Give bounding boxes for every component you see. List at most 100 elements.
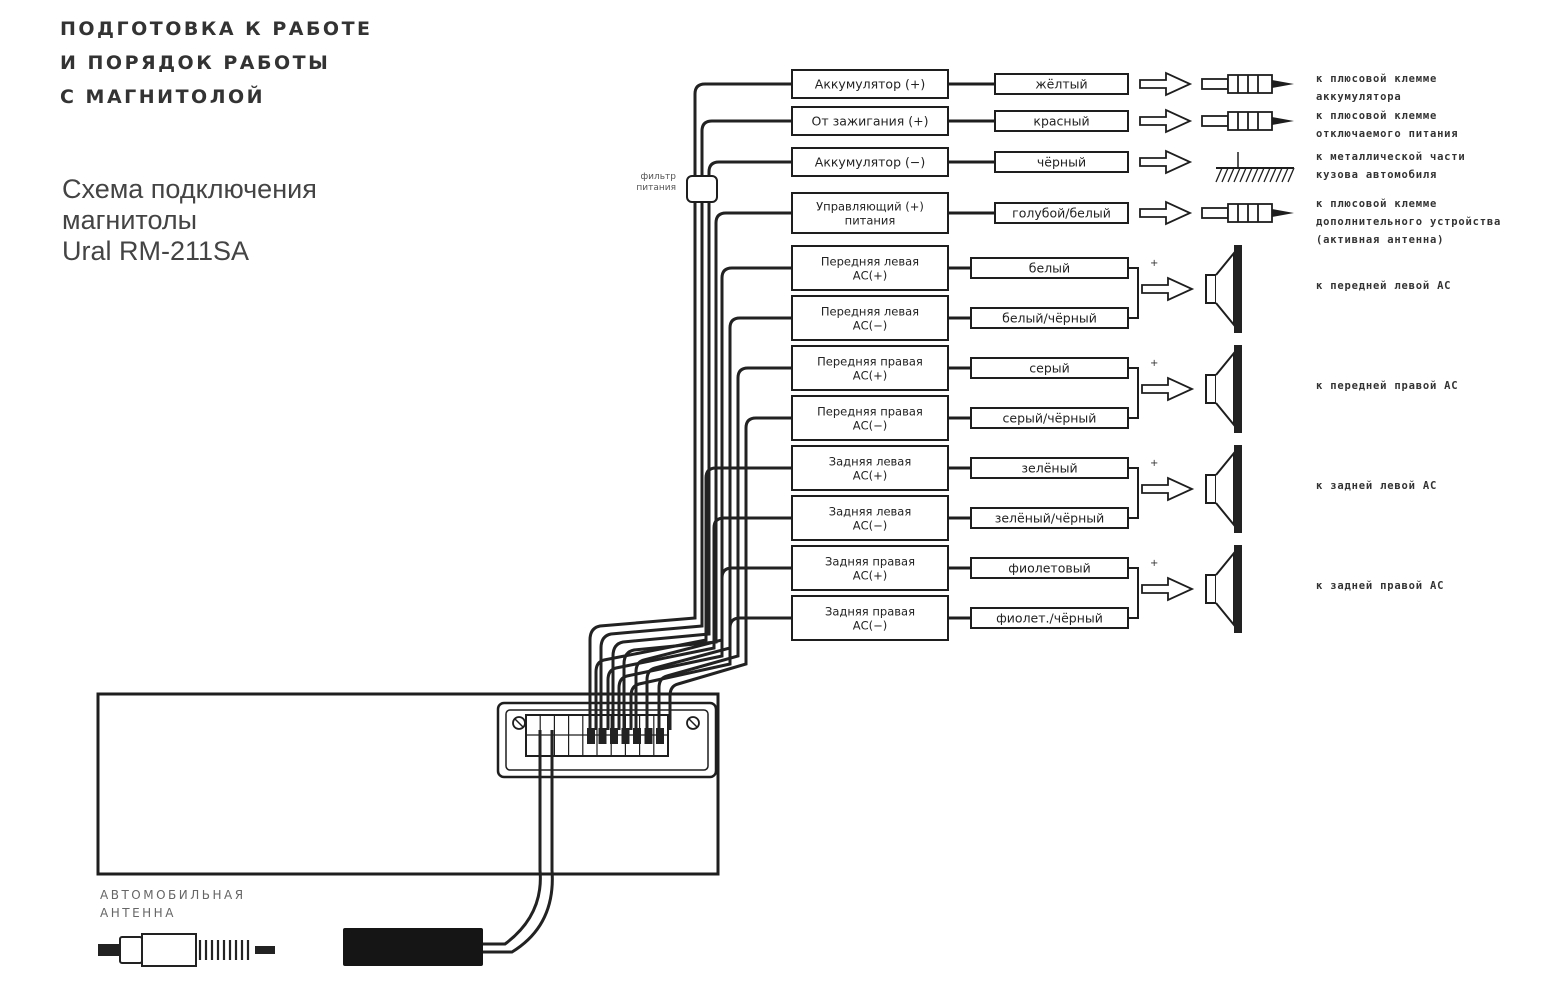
speaker-wire-color-text: фиолетовый — [1008, 561, 1090, 576]
subtitle-line-1: Схема подключения — [62, 174, 317, 204]
speaker-wire — [629, 616, 792, 730]
plug-icon-tip — [1272, 80, 1294, 88]
speaker-target-text: к задней левой АС — [1316, 480, 1437, 492]
ground-icon-hatch — [1227, 167, 1235, 183]
speaker-icon-magnet — [1205, 274, 1217, 304]
speaker-icon-magnet — [1205, 374, 1217, 404]
power-function-text: питания — [845, 214, 896, 228]
fuse-label: фильтр питания — [606, 172, 676, 194]
speaker-function-text: АС(−) — [853, 519, 888, 533]
plus-sign: + — [1150, 258, 1158, 269]
speaker-wire — [606, 516, 792, 730]
speaker-pair-bracket — [1128, 567, 1139, 619]
power-target-text: аккумулятора — [1316, 91, 1401, 103]
speaker-function-box — [791, 345, 949, 391]
speaker-function-text: Задняя правая — [825, 555, 915, 569]
plug-icon-body — [1227, 111, 1273, 131]
ground-icon-hatch — [1251, 167, 1259, 183]
mounting-screw-icon — [512, 716, 526, 730]
ground-icon-hatch — [1263, 167, 1271, 183]
speaker-function-box — [791, 245, 949, 291]
speaker-function-box — [791, 295, 949, 341]
ground-icon-hatch — [1257, 167, 1265, 183]
ground-icon-hatch — [1269, 167, 1277, 183]
mounting-screw-slot — [688, 718, 698, 728]
subtitle-line-3: Ural RM-211SA — [62, 236, 250, 266]
power-target-text: к плюсовой клемме — [1316, 198, 1437, 210]
speaker-pair-bracket — [1128, 367, 1139, 419]
power-wire-color-box — [994, 202, 1129, 224]
antenna-label-line-2: АНТЕННА — [100, 906, 176, 920]
speaker-wire-color-text: зелёный — [1021, 461, 1077, 476]
speaker-icon-rim — [1234, 245, 1242, 333]
speaker-function-text: АС(+) — [853, 569, 888, 583]
power-function-text: Управляющий (+) — [816, 200, 924, 214]
speaker-target-text: к передней левой АС — [1316, 280, 1451, 292]
ground-icon-hatch — [1233, 167, 1241, 183]
speaker-function-text: Задняя правая — [825, 605, 915, 619]
speaker-function-text: Задняя левая — [829, 505, 912, 519]
header-line-1: ПОДГОТОВКА К РАБОТЕ — [60, 18, 373, 40]
antenna-plug-body — [141, 933, 197, 967]
speaker-function-text: АС(+) — [853, 369, 888, 383]
speaker-function-text: АС(−) — [853, 419, 888, 433]
plug-icon-tip — [1272, 117, 1294, 125]
connector-pin — [644, 728, 653, 744]
power-function-box — [791, 106, 949, 136]
power-wire-color-box — [994, 151, 1129, 173]
arrow-icon — [1139, 71, 1193, 97]
power-wire-color-text: красный — [1033, 114, 1089, 129]
connector-pin — [656, 728, 664, 744]
speaker-icon-rim — [1234, 545, 1242, 633]
connector-pin — [633, 728, 641, 744]
speaker-icon-rim — [1234, 445, 1242, 533]
arrow-icon — [1141, 276, 1195, 302]
power-wire-color-text: жёлтый — [1035, 77, 1087, 92]
plus-sign: + — [1150, 358, 1158, 369]
plug-icon-body — [1227, 74, 1273, 94]
power-function-box — [791, 147, 949, 177]
connector-pin — [621, 728, 630, 744]
arrow-icon — [1139, 149, 1193, 175]
ground-icon-hatch — [1245, 167, 1253, 183]
antenna-cable — [480, 730, 554, 954]
speaker-function-box — [791, 595, 949, 641]
power-target-text: (активная антенна) — [1316, 234, 1444, 246]
speaker-function-text: АС(−) — [853, 619, 888, 633]
mounting-screw-icon — [686, 716, 700, 730]
antenna-cable — [480, 730, 542, 946]
speaker-function-text: Передняя левая — [821, 255, 919, 269]
power-wire — [611, 160, 792, 730]
speaker-pair-bracket — [1128, 267, 1139, 319]
ground-icon-hatch — [1239, 167, 1247, 183]
plug-icon-tip — [1272, 209, 1294, 217]
speaker-function-box — [791, 445, 949, 491]
power-wire — [599, 119, 792, 730]
fuse-filter-icon — [686, 175, 718, 203]
power-wire-color-text: голубой/белый — [1012, 206, 1111, 221]
speaker-wire-color-text: белый — [1029, 261, 1070, 276]
speaker-function-text: Задняя левая — [829, 455, 912, 469]
mounting-screw-slot — [514, 718, 524, 728]
speaker-icon-magnet — [1205, 474, 1217, 504]
speaker-icon — [1215, 350, 1235, 428]
speaker-function-text: АС(−) — [853, 319, 888, 333]
speaker-target-text: к передней правой АС — [1316, 380, 1458, 392]
speaker-function-text: Передняя правая — [817, 405, 923, 419]
speaker-wire — [594, 466, 792, 730]
power-target-text: дополнительного устройства — [1316, 216, 1501, 228]
fuse-label-line-2: питания — [636, 183, 676, 193]
arrow-icon — [1139, 200, 1193, 226]
power-function-text: От зажигания (+) — [811, 114, 928, 129]
power-target-text: к плюсовой клемме — [1316, 73, 1437, 85]
speaker-wire — [617, 566, 792, 730]
ground-icon-hatch — [1221, 167, 1229, 183]
antenna-label-line-1: АВТОМОБИЛЬНАЯ — [100, 888, 246, 902]
head-unit-body — [96, 692, 720, 876]
arrow-icon — [1141, 476, 1195, 502]
speaker-wire — [634, 266, 792, 730]
connector-pin — [598, 728, 607, 744]
speaker-function-box — [791, 545, 949, 591]
